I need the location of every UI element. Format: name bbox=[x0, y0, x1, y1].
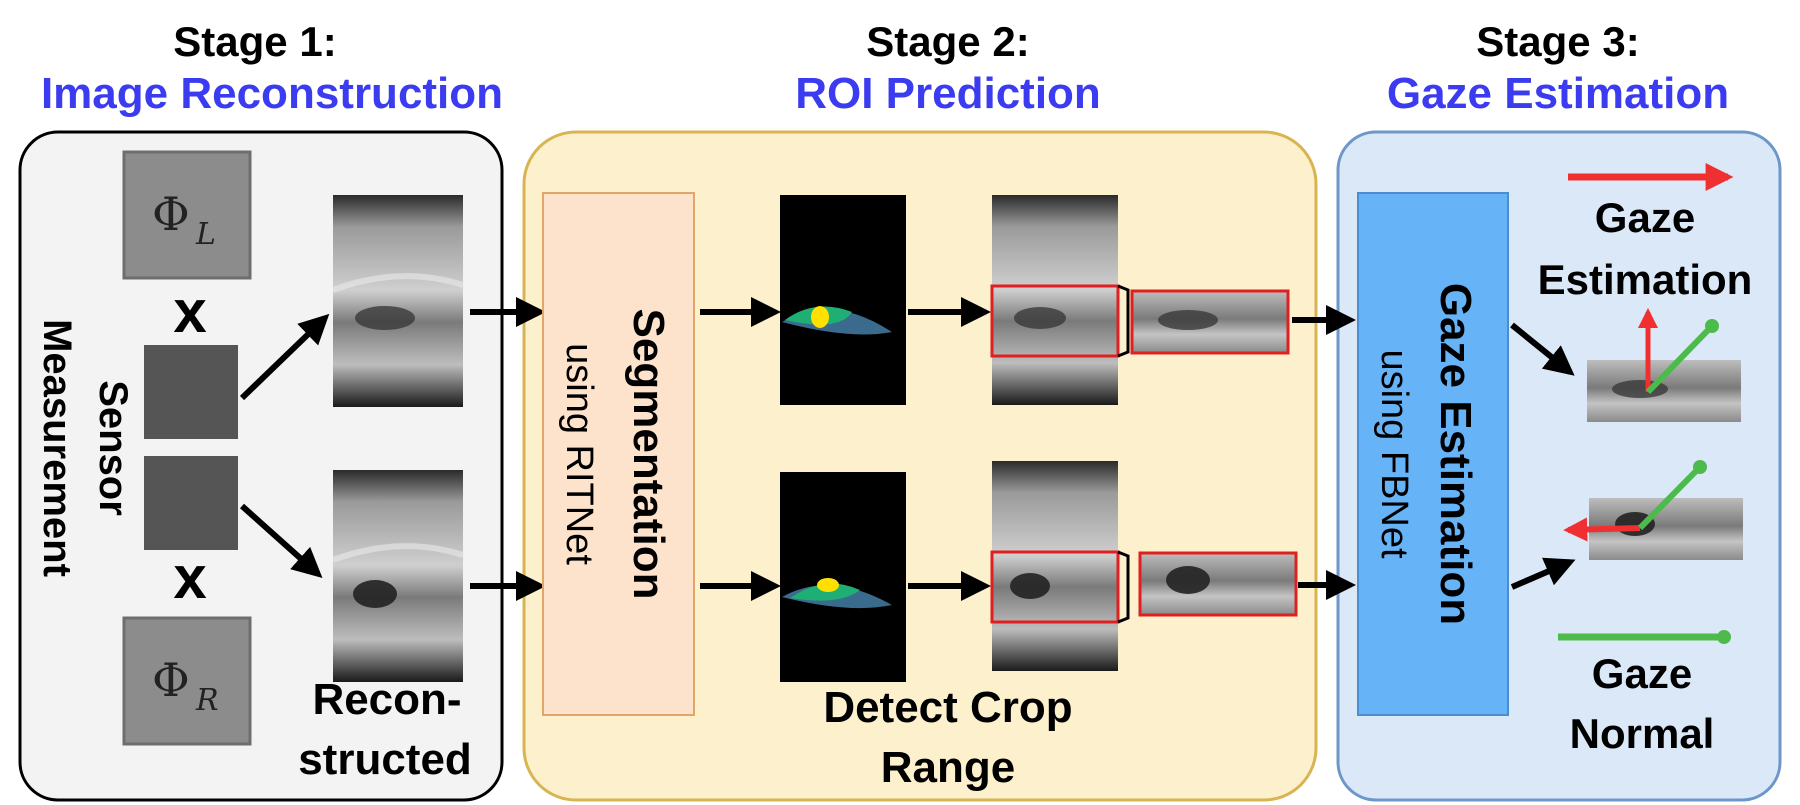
segmentation-mask-top bbox=[780, 195, 906, 405]
reconstructed-image-bottom bbox=[331, 470, 464, 682]
segmentation-box bbox=[542, 192, 695, 716]
legend-normal-line2: Normal bbox=[1570, 710, 1715, 757]
gaze-estimation-title: Gaze Estimation bbox=[1431, 283, 1480, 625]
gaze-estimation-box bbox=[1357, 192, 1509, 716]
reconstructed-label-line2: structed bbox=[298, 735, 472, 784]
arrow-gaze-to-result-top bbox=[1510, 322, 1575, 376]
mask-phi-left-symbol: Φ bbox=[152, 187, 190, 241]
legend-estimation-line1: Gaze bbox=[1595, 194, 1695, 241]
arrow-sensor-to-recon-top bbox=[239, 313, 330, 401]
gaze-estimation-vector-bottom bbox=[1563, 517, 1641, 542]
legend-normal-line1: Gaze bbox=[1592, 650, 1692, 697]
gaze-result-top bbox=[1587, 308, 1741, 422]
legend-estimation-line2: Estimation bbox=[1538, 256, 1753, 303]
stage-3-heading: Stage 3: Gaze Estimation bbox=[1387, 18, 1729, 118]
mask-phi-left-subscript: L bbox=[195, 217, 216, 252]
crop-box-top bbox=[990, 284, 1120, 358]
sensor-measurement-right bbox=[144, 456, 238, 550]
cropped-strip-bottom bbox=[1138, 551, 1298, 617]
stage-2-heading: Stage 2: ROI Prediction bbox=[795, 18, 1101, 118]
mask-phi-right-symbol: Φ bbox=[152, 653, 190, 707]
arrow-sensor-to-recon-bottom bbox=[239, 503, 323, 579]
measurement-label: Measurement bbox=[35, 319, 79, 577]
crop-image-bottom bbox=[990, 461, 1120, 671]
cropped-strip-top bbox=[1130, 289, 1290, 355]
zoom-bracket-bottom bbox=[1117, 550, 1130, 624]
reconstructed-label-line1: Recon- bbox=[312, 675, 461, 724]
stage-1-number: Stage 1: bbox=[173, 18, 336, 65]
sensor-label: Sensor bbox=[91, 380, 135, 516]
reconstructed-image-top bbox=[331, 195, 464, 407]
crop-image-top bbox=[990, 195, 1120, 405]
crop-label-line2: Range bbox=[881, 743, 1015, 792]
arrow-gaze-to-result-bottom bbox=[1510, 557, 1576, 590]
gaze-normal-vector-top bbox=[1645, 323, 1715, 395]
sensor-measurement-left bbox=[144, 345, 238, 439]
stage-3-title: Gaze Estimation bbox=[1387, 69, 1729, 118]
zoom-bracket-top bbox=[1117, 284, 1130, 358]
mask-phi-right: Φ R bbox=[122, 616, 252, 746]
legend-normal-endpoint bbox=[1717, 630, 1731, 644]
stage-1-heading: Stage 1: Image Reconstruction bbox=[41, 18, 503, 118]
gaze-result-bottom bbox=[1563, 460, 1743, 560]
mask-phi-right-subscript: R bbox=[195, 683, 219, 718]
segmentation-title: Segmentation bbox=[624, 309, 673, 600]
segmentation-mask-bottom bbox=[780, 472, 906, 682]
gaze-normal-vector-bottom bbox=[1637, 464, 1703, 531]
crop-box-bottom bbox=[990, 550, 1120, 624]
stage-2-number: Stage 2: bbox=[866, 18, 1029, 65]
multiply-symbol-top: x bbox=[173, 278, 206, 345]
mask-phi-left: Φ L bbox=[122, 150, 252, 280]
gaze-estimation-method: using FBNet bbox=[1373, 349, 1415, 559]
stage-1-title: Image Reconstruction bbox=[41, 69, 503, 118]
stage-3-number: Stage 3: bbox=[1476, 18, 1639, 65]
segmentation-method: using RITNet bbox=[558, 343, 600, 565]
multiply-symbol-bottom: x bbox=[173, 544, 206, 611]
stage-2-title: ROI Prediction bbox=[795, 69, 1101, 118]
crop-label-line1: Detect Crop bbox=[823, 683, 1072, 732]
